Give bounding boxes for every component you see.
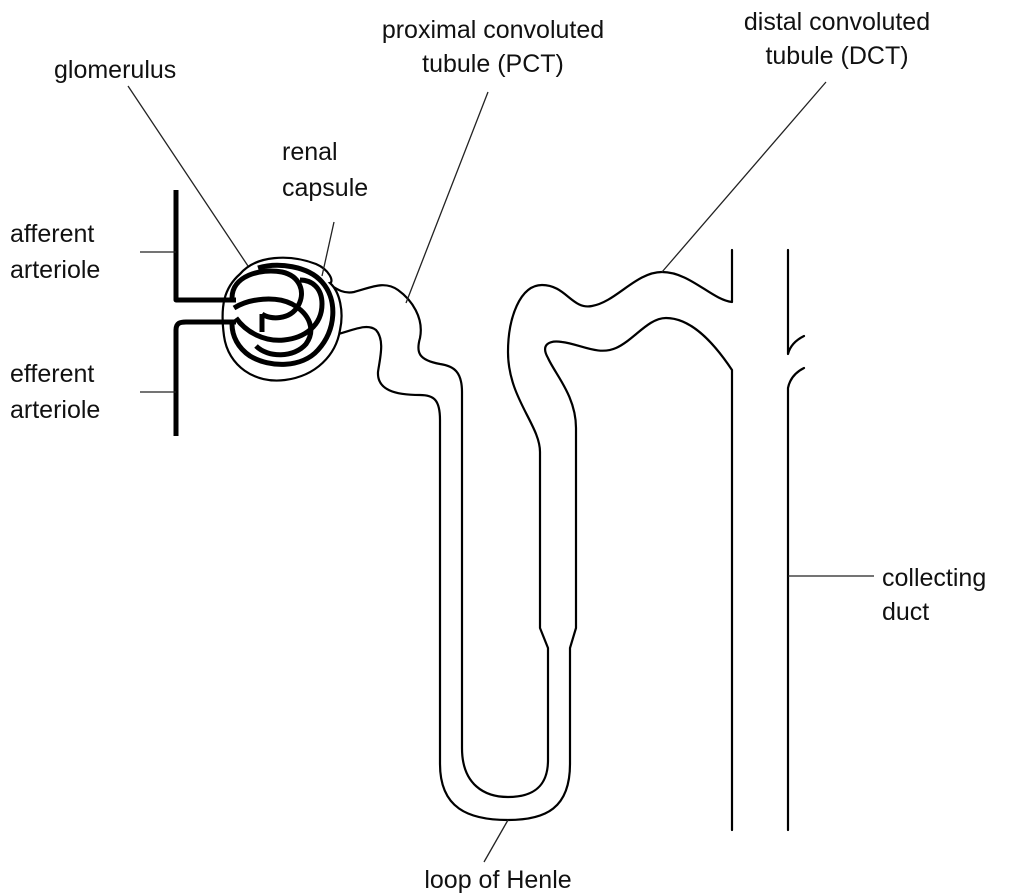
label-loop-of-henle: loop of Henle	[424, 866, 571, 894]
label-efferent-line2: arteriole	[10, 396, 100, 424]
label-renal-capsule-line1: renal	[282, 138, 338, 166]
tubule-inner-wall	[330, 318, 732, 830]
label-afferent-line2: arteriole	[10, 256, 100, 284]
label-pct-line1: proximal convoluted	[382, 16, 604, 44]
label-dct-line2: tubule (DCT)	[765, 42, 908, 70]
leader-pct	[406, 92, 488, 303]
tubule-outer-wall	[327, 250, 732, 797]
leader-glomerulus	[128, 86, 248, 266]
leader-dct	[662, 82, 826, 272]
label-glomerulus: glomerulus	[54, 56, 176, 84]
collecting-duct-left-wall-upper	[788, 250, 804, 354]
label-pct-line2: tubule (PCT)	[422, 50, 564, 78]
label-afferent-line1: afferent	[10, 220, 94, 248]
label-renal-capsule-line2: capsule	[282, 174, 368, 202]
label-dct-line1: distal convoluted	[744, 8, 930, 36]
label-collecting-line2: duct	[882, 598, 929, 626]
label-efferent-line1: efferent	[10, 360, 94, 388]
label-collecting-line1: collecting	[882, 564, 986, 592]
leader-loop-of-henle	[484, 820, 508, 862]
afferent-arteriole	[176, 190, 236, 300]
collecting-duct-left-wall-lower	[788, 368, 804, 830]
leader-renal-capsule	[322, 222, 334, 276]
